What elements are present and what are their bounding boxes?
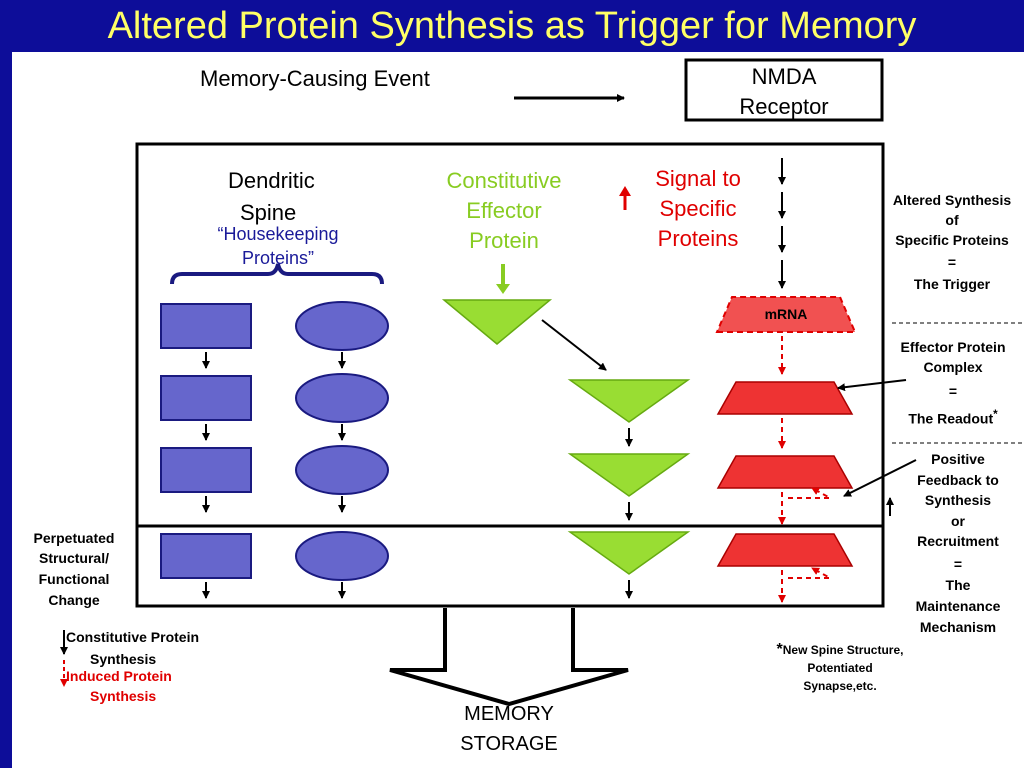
mrna-trapezoid xyxy=(715,296,857,333)
housekeeping-rect-1 xyxy=(160,303,252,349)
footnote-asterisk: * xyxy=(776,641,783,658)
maintenance-line-9: Mechanism xyxy=(919,619,997,635)
housekeeping-rect-3 xyxy=(160,447,252,493)
spine-label-1: Dendritic xyxy=(228,168,315,193)
legend-constitutive-line-1: Constitutive Protein xyxy=(66,629,200,645)
maintenance-line-1: Positive xyxy=(931,451,985,467)
spine-label-2: Spine xyxy=(240,200,297,225)
maintenance-line-4: or xyxy=(951,513,965,529)
diagram-panel: Memory-Causing Event NMDA Receptor Dendr… xyxy=(12,52,1024,768)
storage-line-2: STORAGE xyxy=(460,733,558,755)
trigger-line-4: = xyxy=(947,254,957,270)
effector-triangle-4 xyxy=(567,531,691,575)
maintenance-line-5: Recruitment xyxy=(917,533,999,549)
perpetuated-line-4: Change xyxy=(48,592,100,608)
readout-line-3: = xyxy=(948,383,958,399)
constitutive-label-3: Protein xyxy=(469,228,539,253)
event-label: Memory-Causing Event xyxy=(200,66,430,91)
footnote-line-2: Potentiated xyxy=(807,661,873,675)
storage-line-1: MEMORY xyxy=(464,703,554,725)
maintenance-line-2: Feedback to xyxy=(917,472,999,488)
constitutive-label-1: Constitutive xyxy=(446,168,562,193)
readout-line-4: The Readout* xyxy=(882,405,1024,429)
housekeeping-ellipse-3 xyxy=(295,445,389,495)
constitutive-label-2: Effector xyxy=(466,198,542,223)
perpetuated-line-2: Structural/ xyxy=(38,550,109,566)
maintenance-line-3: Synthesis xyxy=(924,492,992,508)
readout-line-2: Complex xyxy=(923,359,983,375)
housekeeping-ellipses xyxy=(295,301,389,581)
effector-triangle-3 xyxy=(567,453,691,497)
trigger-line-3: Specific Proteins xyxy=(895,232,1009,248)
trigger-line-5: The Trigger xyxy=(913,276,991,292)
nmda-label-1: NMDA xyxy=(751,64,817,89)
effector-triangles xyxy=(441,299,691,575)
housekeeping-label-1: “Housekeeping xyxy=(217,224,339,244)
signal-label-2: Specific xyxy=(659,196,737,221)
housekeeping-rect-4 xyxy=(160,533,252,579)
readout-text: The Readout xyxy=(908,410,994,427)
housekeeping-arrows xyxy=(202,352,346,599)
readout-asterisk: * xyxy=(993,408,998,421)
right-separators xyxy=(892,322,1024,444)
perpetuated-box xyxy=(135,524,885,608)
right-pointers xyxy=(837,379,917,497)
memory-storage-arrow xyxy=(389,608,629,707)
maintenance-line-8: Maintenance xyxy=(915,598,1001,614)
effector-diagonal-arrow xyxy=(541,319,607,371)
trigger-line-2: of xyxy=(945,212,959,228)
maintenance-line-6: = xyxy=(953,556,963,572)
perpetuated-line-3: Functional xyxy=(38,571,110,587)
signal-label-3: Proteins xyxy=(657,226,739,251)
signal-label-1: Signal to xyxy=(655,166,741,191)
legend-induced-line-1: Induced Protein xyxy=(66,668,172,684)
nmda-box xyxy=(684,58,884,122)
footnote-line-3: Synapse,etc. xyxy=(803,679,877,693)
induced-trapezoid-1 xyxy=(716,381,854,415)
mrna-label: mRNA xyxy=(764,306,808,322)
housekeeping-ellipse-1 xyxy=(295,301,389,351)
maintenance-line-7: The xyxy=(945,577,971,593)
housekeeping-ellipse-2 xyxy=(295,373,389,423)
induced-trapezoids xyxy=(716,381,854,567)
induced-trapezoid-3 xyxy=(716,533,854,567)
protein-synthesis-diagram xyxy=(60,58,1024,707)
housekeeping-rectangles xyxy=(160,303,252,579)
signal-up-arrowhead xyxy=(619,186,631,196)
trigger-line-1: Altered Synthesis xyxy=(892,192,1012,208)
readout-line-1: Effector Protein xyxy=(900,339,1006,355)
induced-trapezoid-2 xyxy=(716,455,854,489)
housekeeping-brace xyxy=(170,263,384,285)
legend-constitutive-line-2: Synthesis xyxy=(90,651,157,667)
footnote-line-1: *New Spine Structure, xyxy=(760,642,920,658)
slide-title: Altered Protein Synthesis as Trigger for… xyxy=(107,5,917,47)
nmda-label-2: Receptor xyxy=(739,94,829,119)
housekeeping-ellipse-4 xyxy=(295,531,389,581)
effector-triangle-1 xyxy=(441,299,553,345)
perpetuated-line-1: Perpetuated xyxy=(33,530,115,546)
green-down-arrowhead xyxy=(496,284,510,294)
housekeeping-rect-2 xyxy=(160,375,252,421)
housekeeping-label-2: Proteins” xyxy=(241,248,315,268)
legend-induced-line-2: Synthesis xyxy=(90,688,157,704)
feedback-loops xyxy=(788,487,834,579)
footnote-text: New Spine Structure, xyxy=(782,643,904,657)
effector-triangle-2 xyxy=(567,379,691,423)
